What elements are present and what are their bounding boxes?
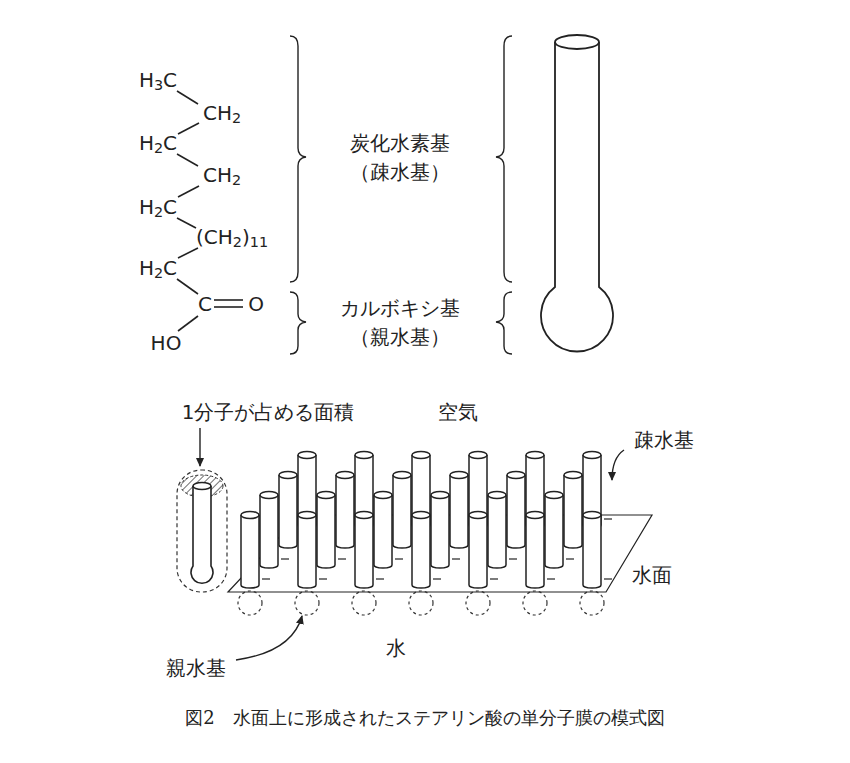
group-label: 炭化水素基 （疎水基） (346, 129, 454, 187)
formula-group: CH2 (203, 161, 241, 190)
hydrophilic-heads (238, 591, 604, 615)
molecule-model (541, 35, 613, 351)
single-molecule (177, 470, 227, 592)
monolayer (241, 452, 612, 589)
brace (290, 36, 512, 354)
figure-caption: 図2 水面上に形成されたステアリン酸の単分子膜の模式図 (185, 705, 664, 731)
atom-symbol: C (198, 290, 212, 319)
leader-arrow (200, 428, 624, 660)
region-label: 空気 (438, 398, 478, 427)
formula-group: HO (151, 329, 182, 358)
formula-group: H2C (139, 193, 177, 222)
formula-group: H2C (139, 129, 177, 158)
part-label: 親水基 (166, 654, 226, 683)
bond-lines (177, 91, 243, 331)
group-label: カルボキシ基 （親水基） (338, 294, 462, 352)
formula-group: CH2 (203, 99, 241, 128)
region-label: 水 (386, 634, 406, 663)
region-label: 水面 (632, 561, 672, 590)
formula-group: H2C (139, 254, 177, 283)
area-label: 1分子が占める面積 (182, 398, 355, 427)
formula-group: H3C (139, 66, 177, 95)
formula-group: (CH2)11 (196, 223, 268, 252)
atom-symbol: O (248, 290, 264, 319)
part-label: 疎水基 (634, 426, 694, 455)
